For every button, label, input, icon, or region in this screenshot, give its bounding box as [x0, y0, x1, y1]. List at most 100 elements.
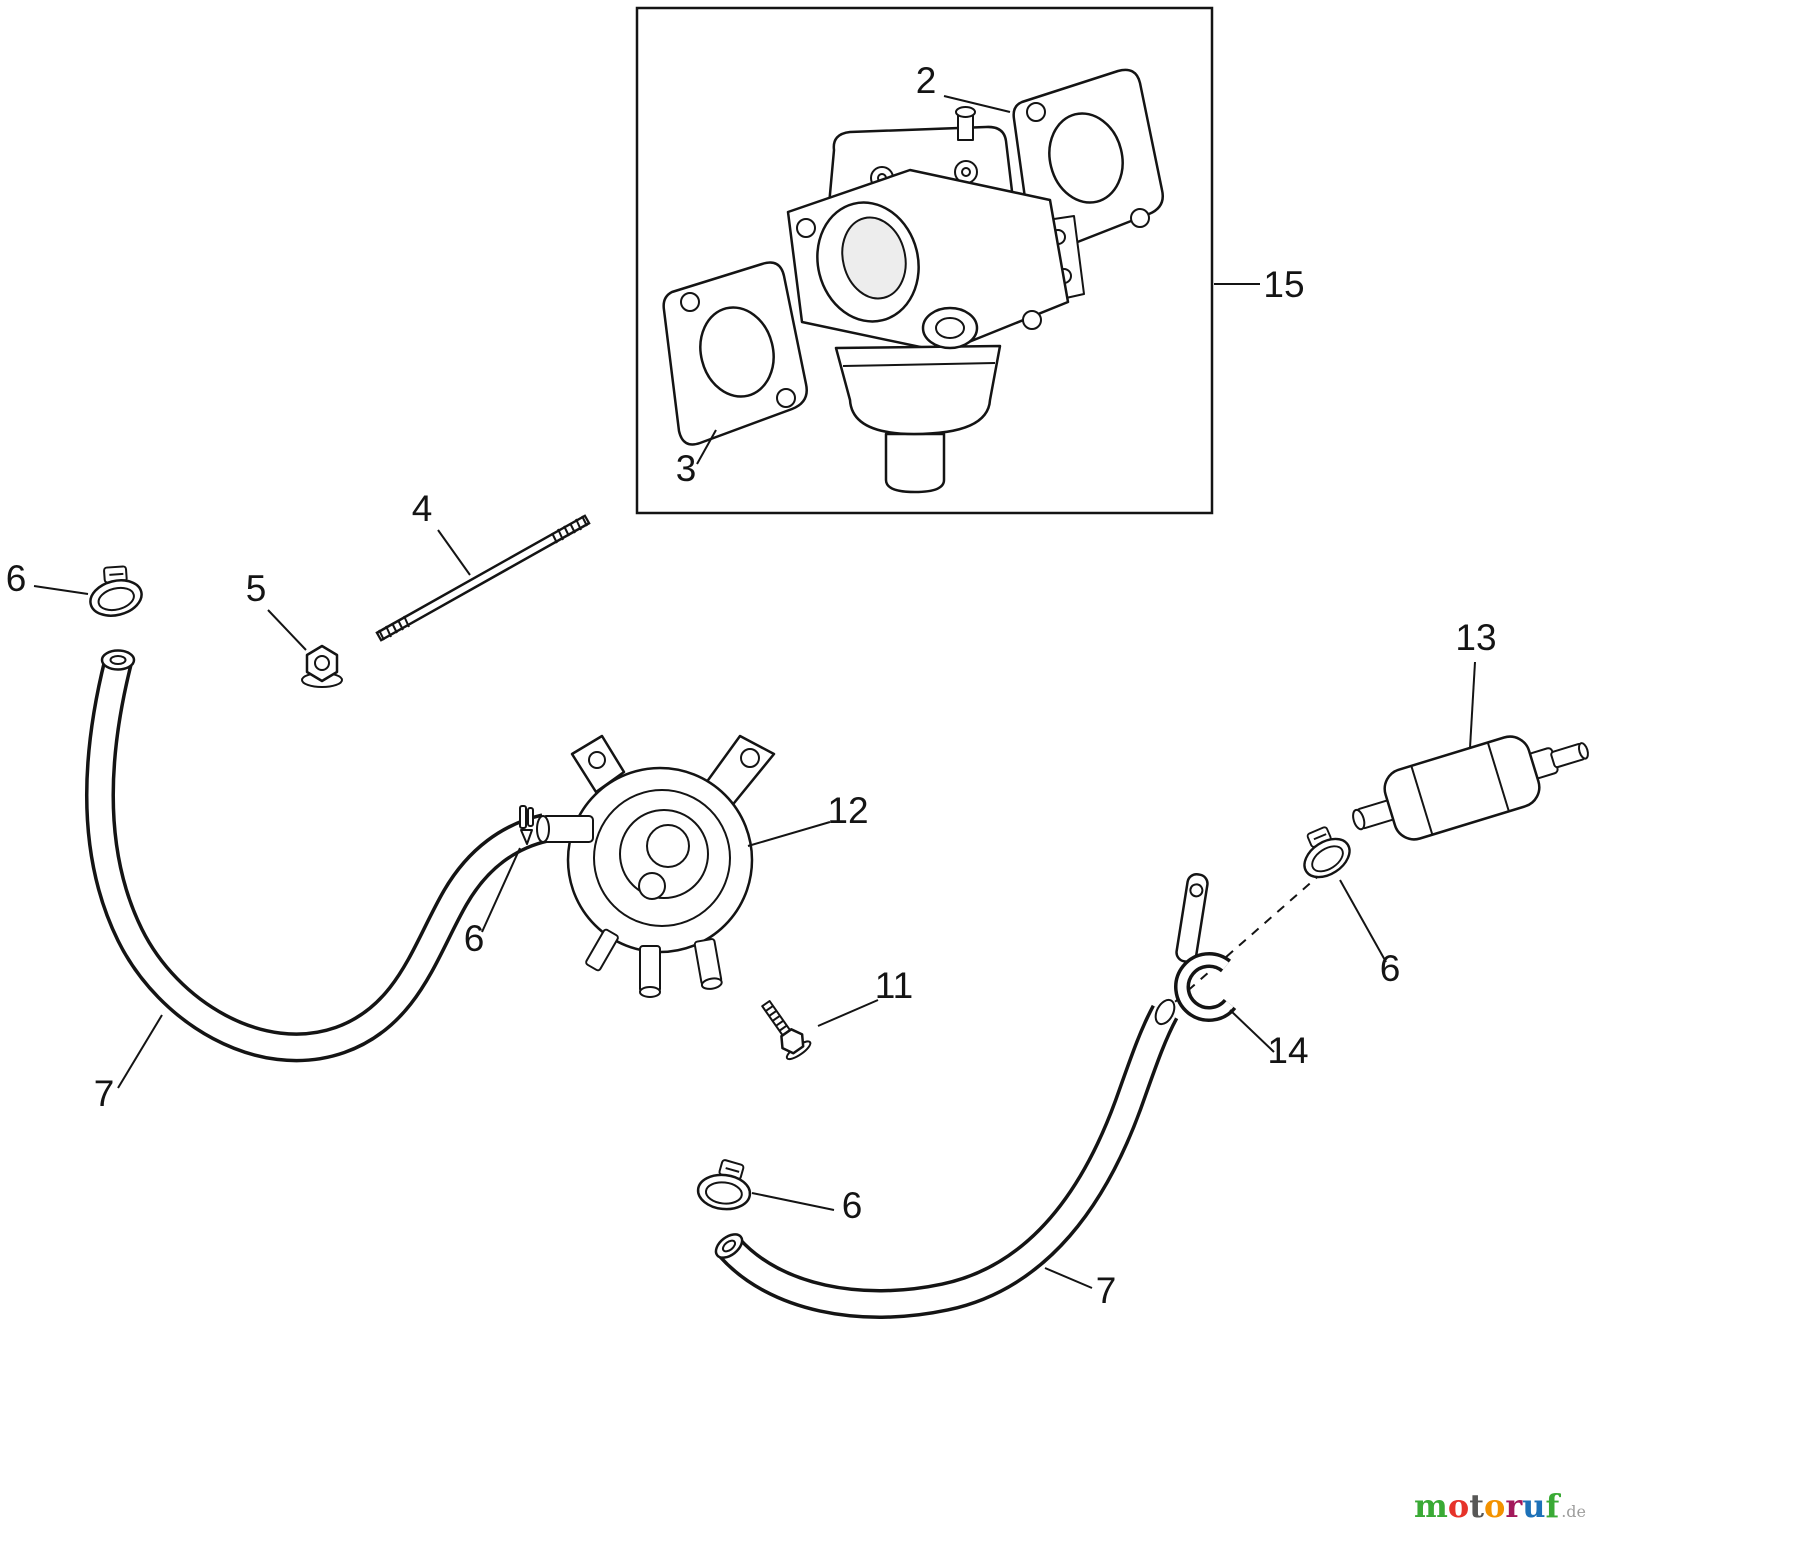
callout-2: 2	[916, 60, 1011, 113]
leader-line	[696, 429, 717, 465]
pump-vent-nipple	[585, 928, 619, 972]
venturi-bore-inner	[841, 216, 907, 300]
thread-tick	[765, 1005, 774, 1012]
bolt-hex-head	[780, 1028, 805, 1055]
gasket-bolt-hole	[1130, 208, 1150, 228]
callout-2-label: 2	[916, 60, 937, 101]
watermark-letter: o	[1447, 1487, 1470, 1525]
leader-line	[943, 95, 1011, 113]
callout-12: 12	[747, 790, 869, 847]
thread-tick	[581, 515, 588, 527]
callouts: 2 3 4 5 6 7 6 12	[6, 60, 1497, 1311]
watermark-suffix: .de	[1561, 1502, 1587, 1521]
thread-tick	[385, 625, 392, 638]
pinch-clamp-tip	[520, 829, 533, 845]
fuel-hose-left	[84, 649, 554, 1063]
watermark-letter: r	[1505, 1487, 1523, 1525]
watermark-letter: u	[1522, 1487, 1546, 1525]
fuel-inlet-bore	[935, 317, 965, 339]
callout-6-label: 6	[842, 1185, 863, 1226]
hose-clamp-bottom	[695, 1155, 755, 1213]
callout-7-left: 7	[94, 1014, 163, 1114]
fuel-pump	[536, 734, 776, 998]
lower-gasket	[662, 261, 808, 446]
cover-screw-center	[961, 167, 971, 177]
callout-3-label: 3	[676, 448, 697, 489]
leader-line	[1044, 1267, 1093, 1289]
gasket-bore	[699, 306, 775, 398]
float-bowl	[834, 344, 1002, 436]
flange-stud-hole	[796, 218, 816, 238]
thread-tick	[397, 619, 404, 631]
leader-line	[751, 1192, 835, 1211]
watermark-letter: o	[1483, 1487, 1506, 1525]
bowl-seam	[842, 362, 996, 367]
vent-tube-tip	[955, 106, 976, 118]
thread-tick	[569, 522, 576, 534]
callout-6-left: 6	[6, 558, 89, 599]
filter-body	[1383, 735, 1541, 841]
mounting-stud	[375, 514, 591, 642]
callout-5: 5	[246, 568, 307, 651]
callout-11-label: 11	[875, 965, 913, 1006]
callout-6-bottom: 6	[751, 1185, 863, 1226]
pump-outlet-cap	[639, 986, 661, 998]
hose-clamp-filter	[1288, 817, 1358, 887]
callout-6-pump: 6	[464, 847, 521, 959]
pump-dome	[646, 824, 690, 868]
callout-4-label: 4	[412, 488, 433, 529]
leader-line	[1469, 661, 1476, 749]
pump-outlet-nipple	[639, 945, 661, 993]
detail-box	[635, 6, 1214, 515]
pinch-clamp	[519, 805, 534, 845]
callout-14: 14	[1229, 1009, 1309, 1071]
gasket-bore	[1048, 112, 1124, 204]
thread-tick	[557, 528, 564, 541]
callout-4: 4	[412, 488, 471, 576]
callout-7-label: 7	[94, 1073, 115, 1114]
callout-15: 15	[1214, 264, 1305, 305]
leader-line	[481, 847, 521, 933]
thread-tick	[378, 629, 385, 641]
filter-body-seam	[1410, 766, 1434, 835]
watermark-letter: m	[1414, 1487, 1448, 1525]
pump-vent-group	[585, 928, 619, 972]
fuel-hose-right	[714, 998, 1179, 1319]
carburetor	[786, 106, 1085, 494]
watermark-letter: t	[1469, 1487, 1484, 1525]
leader-line	[267, 609, 307, 651]
leader-line	[817, 999, 879, 1027]
fuel-filter	[1352, 735, 1589, 841]
pump-tab-hole	[588, 751, 606, 769]
leader-line	[747, 821, 831, 847]
pinch-clamp-leg	[519, 805, 527, 829]
filter-body-seam	[1487, 743, 1510, 811]
gasket-bolt-hole	[776, 388, 796, 408]
callout-15-label: 15	[1263, 264, 1304, 305]
callout-14-label: 14	[1267, 1030, 1308, 1071]
pump-dome-small	[638, 872, 666, 900]
thread-tick	[768, 1010, 778, 1017]
callout-11: 11	[817, 965, 913, 1027]
leader-line	[33, 585, 89, 595]
hose-core	[88, 659, 548, 1059]
filter-outlet-cap	[1577, 742, 1589, 760]
flange-nut	[301, 644, 343, 688]
thread-tick	[391, 622, 398, 634]
hose-bore	[109, 655, 127, 665]
thread-tick	[775, 1019, 784, 1027]
thread-tick	[575, 518, 582, 531]
leader-line	[1229, 1009, 1275, 1053]
thread-tick	[771, 1014, 781, 1022]
hose-bore	[721, 1239, 737, 1253]
pump-inlet-nipple	[542, 815, 594, 843]
hose-core	[721, 1006, 1176, 1316]
pump-inlet-cap	[536, 815, 550, 843]
carb-stem	[884, 432, 946, 494]
leader-line	[117, 1014, 163, 1089]
callout-6-label: 6	[6, 558, 27, 599]
hose-clamp-left	[81, 559, 147, 623]
callout-3: 3	[676, 429, 717, 489]
callout-13-label: 13	[1455, 617, 1496, 658]
